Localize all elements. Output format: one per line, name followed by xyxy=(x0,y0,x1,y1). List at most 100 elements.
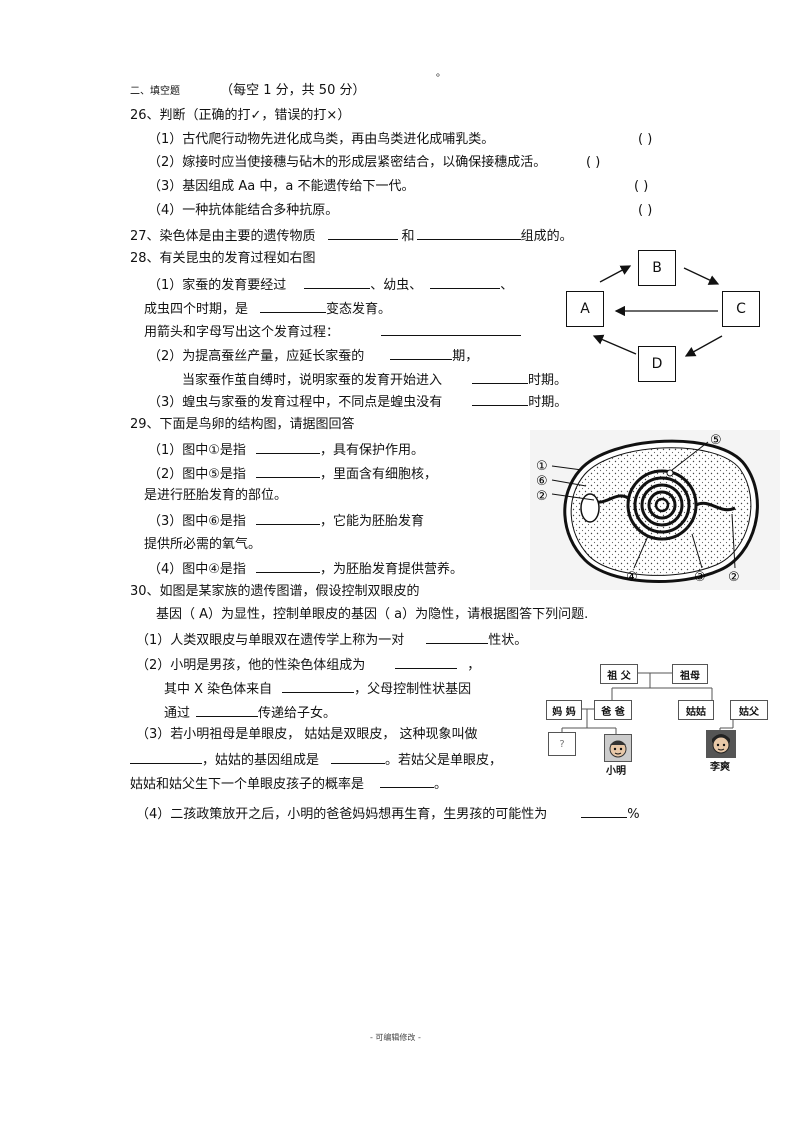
q30-title: 30、如图是某家族的遗传图谱，假设控制双眼皮的 xyxy=(130,584,420,599)
q30-text: 姑姑和姑父生下一个单眼皮孩子的概率是 xyxy=(130,777,365,792)
q26-item-3: （3）基因组成 Aa 中，a 不能遗传给下一代。 xyxy=(148,179,415,194)
leader-4 xyxy=(633,535,649,569)
q30-text: （4）二孩政策放开之后，小明的爸爸妈妈想再生育，生男孩的可能性为 xyxy=(136,807,548,822)
q30-text: （1）人类双眼皮与单眼双在遗传学上称为一对 xyxy=(136,633,405,648)
q28-line-6: （3）蝗虫与家蚕的发育过程中，不同点是蝗虫没有 时期。 xyxy=(148,393,567,411)
q28-text: （1）家蚕的发育要经过 xyxy=(148,278,287,293)
q30-line-9: 姑姑和姑父生下一个单眼皮孩子的概率是 。 xyxy=(130,775,447,793)
q26-bracket-3[interactable]: ( ) xyxy=(634,179,649,194)
arrow-d-to-a xyxy=(592,334,637,355)
grandpa-box: 祖 父 xyxy=(600,664,638,684)
chalaza-right xyxy=(695,501,736,512)
q26-title: 26、判断（正确的打✓，错误的打×） xyxy=(130,108,351,123)
q28-blank-cocoon[interactable] xyxy=(472,371,529,384)
q30-blank-1[interactable] xyxy=(426,631,489,644)
q30-blank-2[interactable] xyxy=(395,656,458,669)
q28-blank-egg[interactable] xyxy=(304,276,371,289)
label-6: ⑥ xyxy=(536,474,548,489)
q27-text-b: 和 xyxy=(401,229,415,244)
q28-blank-stage[interactable] xyxy=(390,347,453,360)
q29-line-2: （2）图中⑤是指，里面含有细胞核， xyxy=(148,465,437,483)
leader-3 xyxy=(691,533,703,569)
q29-text: （4）图中④是指 xyxy=(148,562,246,577)
stage-box-d: D xyxy=(638,346,676,382)
label-1: ① xyxy=(536,459,548,474)
arrow-a-to-b xyxy=(599,265,632,283)
q30-text: ，父母控制性状基因 xyxy=(354,682,472,697)
label-4: ④ xyxy=(626,570,638,585)
q28-blank-type[interactable] xyxy=(260,300,327,313)
q29-text: （1）图中①是指 xyxy=(148,443,246,458)
q29-line-3: 是进行胚胎发育的部位。 xyxy=(144,488,288,503)
q30-blank-5[interactable] xyxy=(130,751,202,764)
q28-title: 28、有关昆虫的发育过程如右图 xyxy=(130,251,316,266)
q30-blank-3[interactable] xyxy=(282,680,355,693)
q30-text: 。 xyxy=(434,777,448,792)
q27-text-c: 组成的。 xyxy=(520,229,573,244)
leader-6 xyxy=(551,479,587,487)
q28-blank-pupa[interactable] xyxy=(430,276,501,289)
q29-line-1: （1）图中①是指，具有保护作用。 xyxy=(148,441,424,459)
q30-text: 。若姑父是单眼皮， xyxy=(385,753,503,768)
q30-text: 传递给子女。 xyxy=(258,706,337,721)
q28-blank-locust[interactable] xyxy=(472,393,529,406)
label-2: ② xyxy=(536,489,548,504)
arrow-b-to-c xyxy=(683,267,720,285)
q30-blank-6[interactable] xyxy=(331,751,386,764)
q28-text: 、幼虫、 xyxy=(370,278,423,293)
xiaoming-label: 小明 xyxy=(606,766,626,777)
q26-bracket-4[interactable]: ( ) xyxy=(638,203,653,218)
lishuang-label: 李爽 xyxy=(710,762,730,773)
q28-text: 变态发育。 xyxy=(326,302,392,317)
q28-text: 用箭头和字母写出这个发育过程： xyxy=(144,325,340,340)
label-5: ⑤ xyxy=(710,433,722,448)
q29-line-5: 提供所必需的氧气。 xyxy=(144,537,262,552)
q26-item-2: （2）嫁接时应当使接穗与砧木的形成层紧密结合，以确保接穗成活。 xyxy=(148,155,547,170)
lifecycle-arrows xyxy=(592,265,723,357)
q29-blank-4[interactable] xyxy=(255,560,320,573)
unknown-child-box: ? xyxy=(548,732,576,756)
q28-text: （3）蝗虫与家蚕的发育过程中，不同点是蝗虫没有 xyxy=(148,395,443,410)
q30-blank-7[interactable] xyxy=(380,775,435,788)
q30-line-6: 通过传递给子女。 xyxy=(164,704,336,722)
page-footer: - 可编辑修改 - xyxy=(370,1033,421,1042)
q29-blank-1[interactable] xyxy=(255,441,320,454)
stage-box-c: C xyxy=(722,291,760,327)
q30-text: ， xyxy=(467,658,481,673)
q30-blank-8[interactable] xyxy=(581,805,628,818)
q30-line-7: （3）若小明祖母是单眼皮， 姑姑是双眼皮， 这种现象叫做 xyxy=(136,727,478,742)
q27-blank-2[interactable] xyxy=(416,227,521,240)
q26-bracket-1[interactable]: ( ) xyxy=(638,132,653,147)
q30-line-4: （2）小明是男孩，他的性染色体组成为 ， xyxy=(136,656,480,674)
q26-item-4: （4）一种抗体能结合多种抗原。 xyxy=(148,203,339,218)
q26-bracket-2[interactable]: ( ) xyxy=(586,155,601,170)
q26-item-1: （1）古代爬行动物先进化成鸟类，再由鸟类进化成哺乳类。 xyxy=(148,132,495,147)
q29-line-4: （3）图中⑥是指，它能为胚胎发育 xyxy=(148,512,424,530)
q28-text: 时期。 xyxy=(528,395,568,410)
q29-line-6: （4）图中④是指，为胚胎发育提供营养。 xyxy=(148,560,463,578)
q28-blank-process[interactable] xyxy=(381,323,522,336)
q27-blank-1[interactable] xyxy=(327,227,398,240)
q28-line-1: （1）家蚕的发育要经过、幼虫、、 xyxy=(148,276,513,294)
uncle-box: 姑父 xyxy=(730,700,768,720)
boy-face-icon xyxy=(609,740,627,758)
leader-1 xyxy=(551,465,583,471)
q29-blank-6[interactable] xyxy=(255,512,320,525)
q30-line-3: （1）人类双眼皮与单眼双在遗传学上称为一对性状。 xyxy=(136,631,527,649)
girl-face-icon xyxy=(712,734,730,754)
q28-line-2: 成虫四个时期，是 变态发育。 xyxy=(144,300,391,318)
aunt-box: 姑姑 xyxy=(678,700,714,720)
q29-text: （3）图中⑥是指 xyxy=(148,514,246,529)
q27-line: 27、染色体是由主要的遗传物质 和 组成的。 xyxy=(130,227,573,245)
q30-blank-4[interactable] xyxy=(196,704,259,717)
q28-text: 成虫四个时期，是 xyxy=(144,302,249,317)
arrow-c-to-d xyxy=(684,335,723,357)
q27-text-a: 27、染色体是由主要的遗传物质 xyxy=(130,229,316,244)
q28-line-5: 当家蚕作茧自缚时，说明家蚕的发育开始进入时期。 xyxy=(182,371,567,389)
q29-text: （2）图中⑤是指 xyxy=(148,467,246,482)
q28-text: 期， xyxy=(452,349,479,364)
q30-line-10: （4）二孩政策放开之后，小明的爸爸妈妈想再生育，生男孩的可能性为% xyxy=(136,805,640,823)
q30-text: （2）小明是男孩，他的性染色体组成为 xyxy=(136,658,366,673)
section-header: 二、填空题 （每空 1 分，共 50 分） xyxy=(130,83,365,100)
q29-blank-5[interactable] xyxy=(255,465,320,478)
